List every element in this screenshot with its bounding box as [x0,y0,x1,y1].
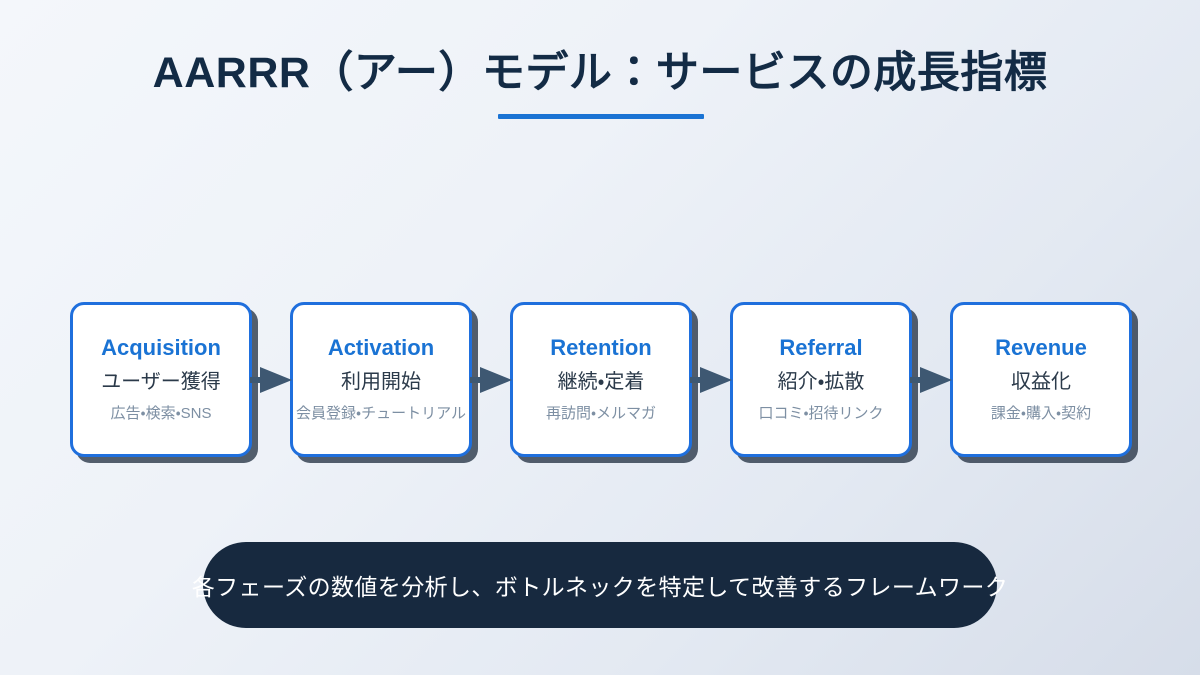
stage-card-referral[interactable]: Referral 紹介・拡散 口コミ・招待リンク [730,302,912,457]
stage-title-ja: ユーザー獲得 [101,371,221,394]
arrow-right-icon-1 [250,366,294,394]
stage-title-ja: 継続・定着 [557,371,645,394]
stage-subtitle: 課金・購入・契約 [990,405,1092,423]
page-title: AARRR（アー）モデル：サービスの成長指標 [152,49,1048,97]
stage-subtitle: 会員登録・チュートリアル [296,405,466,423]
stage-title-ja: 利用開始 [341,371,421,394]
arrow-right-icon-2 [470,366,514,394]
stage-subtitle: 口コミ・招待リンク [758,405,884,423]
stage-title-en: Retention [550,335,652,361]
arrow-right-icon-3 [690,366,734,394]
stage-title-ja: 紹介・拡散 [777,371,865,394]
title-underline [498,114,704,119]
stage-card-retention[interactable]: Retention 継続・定着 再訪問・メルマガ [510,302,692,457]
stage-card-revenue[interactable]: Revenue 収益化 課金・購入・契約 [950,302,1132,457]
stage-title-en: Activation [327,335,435,361]
stage-subtitle: 再訪問・メルマガ [545,405,657,423]
caption-pill [203,542,997,628]
stage-card-activation[interactable]: Activation 利用開始 会員登録・チュートリアル [290,302,472,457]
stage-title-ja: 収益化 [1011,371,1071,394]
stage-title-en: Referral [779,335,863,361]
title-block: AARRR（アー）モデル：サービスの成長指標 [0,48,1200,99]
stage-subtitle: 広告・検索・SNS [110,405,212,423]
arrow-right-icon-4 [910,366,954,394]
funnel-row: Acquisition ユーザー獲得 広告・検索・SNS Activation … [0,302,1200,460]
stage-title-en: Acquisition [101,335,221,361]
stage-title-en: Revenue [995,335,1087,361]
caption-text: 各フェーズの数値を分析し、ボトルネックを特定して改善するフレームワーク [191,574,1009,600]
stage-card-acquisition[interactable]: Acquisition ユーザー獲得 広告・検索・SNS [70,302,252,457]
